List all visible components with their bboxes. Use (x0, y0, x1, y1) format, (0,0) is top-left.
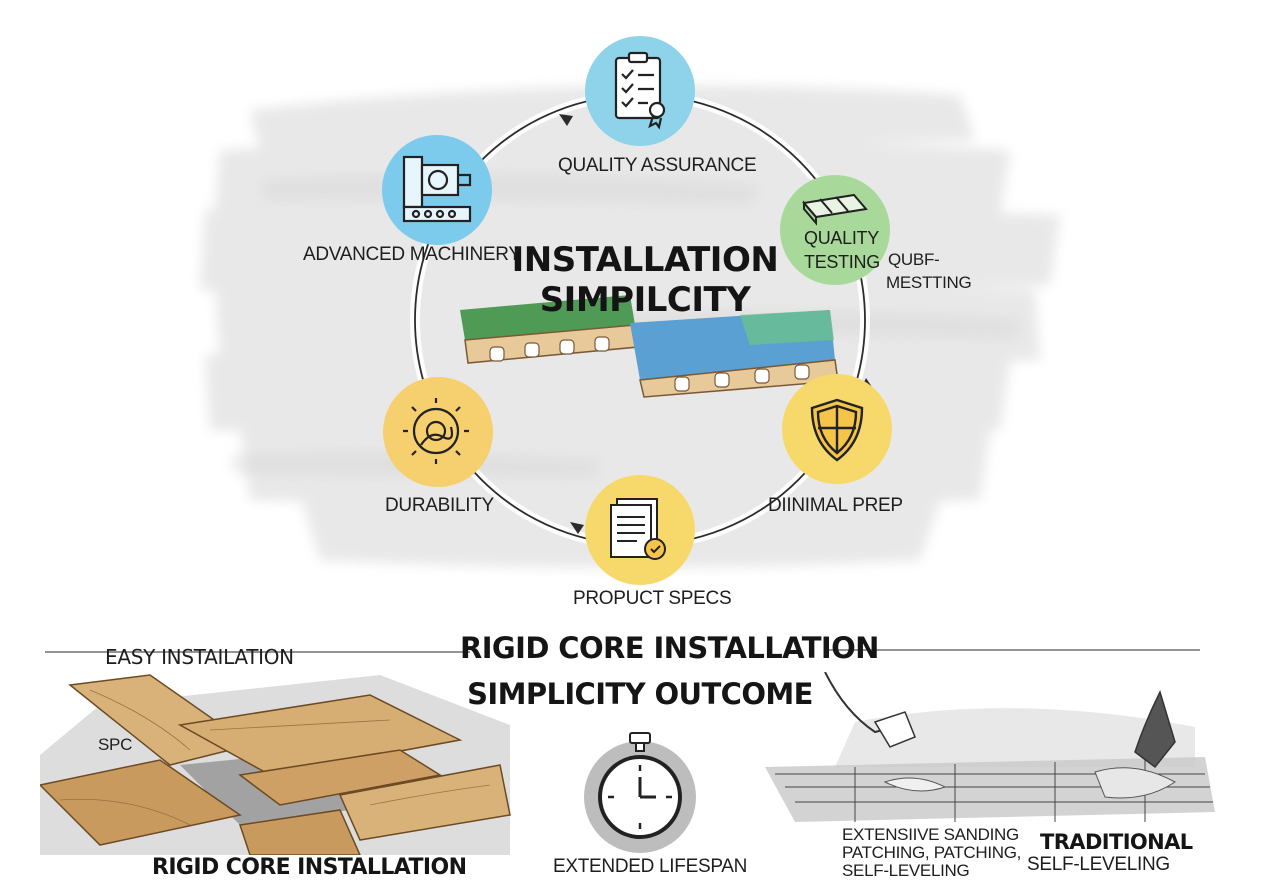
documents-gear-icon (610, 498, 666, 560)
gear-wrench-icon (403, 398, 469, 464)
planks-icon (802, 193, 868, 226)
label-extensive-sanding-line3: SELF-LEVELING (842, 861, 970, 880)
node-durability (381, 375, 495, 489)
label-advanced-machinery: ADVANCED MACHINERY (303, 244, 521, 265)
outcome-title-line1: RIGID CORE INSTALLATION (460, 631, 879, 665)
label-quality-assurance: QUALITY ASSURANCE (558, 155, 757, 176)
center-title: INSTALLATION SIMPILCITY (500, 240, 790, 320)
stopwatch-icon (584, 732, 696, 853)
center-title-line1: INSTALLATION (511, 240, 779, 280)
rigid-core-planks-illustration (40, 674, 511, 855)
label-product-specs: PROPUCT SPECS (573, 588, 732, 609)
label-spc: SPC (98, 735, 133, 754)
node-minimal-prep (780, 372, 894, 486)
label-extended-lifespan: EXTENDED LIFESPAN (553, 856, 748, 877)
center-flooring-illustration (460, 295, 839, 398)
label-traditional-line1: TRADITIONAL (1040, 830, 1193, 854)
clipboard-checklist-icon (614, 51, 666, 130)
node-product-specs (583, 473, 697, 587)
label-easy-installation: EASY INSTAILATION (105, 645, 294, 669)
node-advanced-machinery (380, 133, 494, 247)
node-quality-testing (778, 173, 892, 287)
node-quality-assurance (583, 34, 697, 148)
label-durability: DURABILITY (385, 495, 494, 516)
label-traditional-line2: SELF-LEVELING (1027, 854, 1170, 875)
outcome-divider (45, 649, 1200, 653)
label-quality-testing-line2: TESTING (804, 252, 880, 272)
label-rigid-core-installation: RIGID CORE INSTALLATION (152, 855, 467, 880)
shield-icon (810, 398, 864, 462)
label-extensive-sanding-line1: EXTENSIIVE SANDING (842, 825, 1019, 844)
label-quality-testing-side2: MESTTING (886, 273, 972, 292)
label-minimal-prep: DIINIMAL PREP (768, 495, 903, 516)
traditional-self-leveling-illustration (765, 672, 1215, 822)
label-quality-testing-side1: QUBF- (888, 250, 940, 269)
machine-icon (402, 155, 472, 223)
label-extensive-sanding-line2: PATCHING, PATCHING, (842, 843, 1022, 862)
label-quality-testing-line1: QUALITY (804, 228, 879, 248)
outcome-title-line2: SIMPLICITY OUTCOME (467, 677, 813, 711)
center-title-line2: SIMPILCITY (539, 280, 751, 320)
